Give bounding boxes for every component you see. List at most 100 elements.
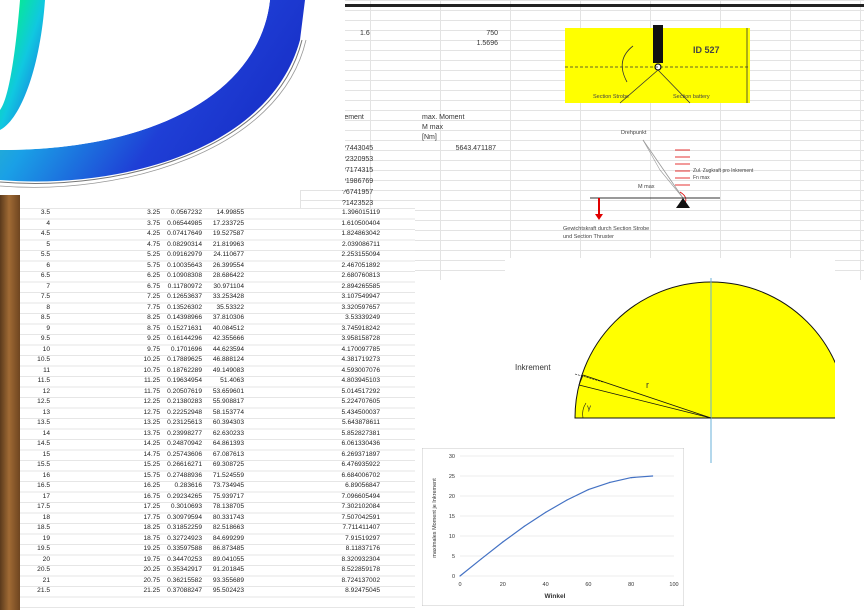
table-cell[interactable]: 7.711411407 <box>342 524 380 531</box>
table-cell[interactable]: 82.518663 <box>212 524 244 531</box>
table-cell[interactable]: 5 <box>46 240 50 248</box>
table-cell[interactable]: 5.852827381 <box>341 429 380 437</box>
table-cell[interactable]: 20.75 <box>143 576 160 584</box>
table-cell[interactable]: 5.5 <box>40 251 50 258</box>
table-cell[interactable]: 21 <box>42 576 50 584</box>
table-cell[interactable]: 0.35342917 <box>167 566 202 573</box>
table-cell[interactable]: 4.25 <box>147 230 160 237</box>
table-cell[interactable]: 73.734945 <box>212 482 244 489</box>
table-cell[interactable]: 37.810306 <box>212 314 244 321</box>
table-cell[interactable]: 6.5 <box>40 272 50 279</box>
table-cell[interactable]: 0.10035643 <box>167 261 202 269</box>
table-cell[interactable]: 4.75 <box>147 240 160 248</box>
table-cell[interactable]: 0.283616 <box>174 482 202 489</box>
table-cell[interactable]: 21.819963 <box>212 240 244 248</box>
table-cell[interactable]: 1.610500404 <box>341 219 380 227</box>
table-cell[interactable]: 15 <box>42 450 50 458</box>
table-cell[interactable]: 4.381719273 <box>341 356 380 363</box>
table-cell[interactable]: 71.524559 <box>212 471 244 479</box>
cell-value[interactable]: 750 <box>486 30 498 37</box>
table-cell[interactable]: 8.92475045 <box>345 587 380 594</box>
table-cell[interactable]: 21.25 <box>143 587 160 594</box>
table-cell[interactable]: 5.25 <box>147 251 160 258</box>
table-cell[interactable]: 0.14398966 <box>167 314 202 321</box>
table-cell[interactable]: 17.25 <box>143 503 160 510</box>
table-cell[interactable]: 18 <box>42 513 50 521</box>
table-cell[interactable]: 10 <box>42 345 50 353</box>
table-cell[interactable]: 4 <box>46 219 50 227</box>
table-cell[interactable]: 35.53322 <box>216 303 244 311</box>
table-cell[interactable]: 11 <box>43 366 50 374</box>
table-cell[interactable]: 95.502423 <box>212 587 244 594</box>
table-cell[interactable]: 2.253155094 <box>341 251 380 258</box>
table-cell[interactable]: 0.12653637 <box>167 293 202 300</box>
table-cell[interactable]: 11.25 <box>143 377 160 384</box>
table-cell[interactable]: 55.908817 <box>212 398 244 405</box>
table-cell[interactable]: 10.25 <box>143 356 160 363</box>
table-cell[interactable]: 18.25 <box>143 524 160 531</box>
table-cell[interactable]: 9 <box>46 324 50 332</box>
table-cell[interactable]: 40.084512 <box>212 324 244 332</box>
table-cell[interactable]: 10.5 <box>37 356 50 363</box>
table-cell[interactable]: 8.522859178 <box>341 566 380 573</box>
table-cell[interactable]: 62.630233 <box>212 429 244 437</box>
table-cell[interactable]: 3.745918242 <box>341 324 380 332</box>
mmax-value[interactable]: 5643.471187 <box>455 145 496 152</box>
table-cell[interactable]: 7.25 <box>147 293 160 300</box>
table-cell[interactable]: 44.623594 <box>212 345 244 353</box>
table-cell[interactable]: 6.89056847 <box>345 482 380 489</box>
table-cell[interactable]: 21.5 <box>37 587 50 594</box>
table-cell[interactable]: 7.91519297 <box>345 534 380 542</box>
table-cell[interactable]: 11.75 <box>143 387 160 395</box>
table-cell[interactable]: 14.99855 <box>216 209 244 216</box>
table-cell[interactable]: 7.096605494 <box>341 492 380 500</box>
table-cell[interactable]: 5.75 <box>147 261 160 269</box>
table-cell[interactable]: 2.467051892 <box>341 261 380 269</box>
table-cell[interactable]: 12 <box>42 387 50 395</box>
table-cell[interactable]: 0.32724923 <box>167 534 202 542</box>
table-cell[interactable]: 4.5 <box>40 230 50 237</box>
table-cell[interactable]: 20.5 <box>37 566 50 573</box>
table-cell[interactable]: 17.5 <box>37 503 50 510</box>
table-cell[interactable]: 17.233725 <box>212 219 244 227</box>
cell-value[interactable]: 1.6 <box>360 30 370 37</box>
table-cell[interactable]: 0.27488936 <box>167 471 202 479</box>
table-cell[interactable]: 3.75 <box>147 219 160 227</box>
table-cell[interactable]: 53.659601 <box>212 387 244 395</box>
table-cell[interactable]: 0.20507619 <box>167 387 202 395</box>
table-cell[interactable]: 93.355689 <box>212 576 244 584</box>
table-cell[interactable]: 11.5 <box>37 377 50 384</box>
table-cell[interactable]: 9.75 <box>147 345 160 353</box>
table-cell[interactable]: 0.36215582 <box>167 576 202 584</box>
table-cell[interactable]: 7.5 <box>40 293 50 300</box>
table-cell[interactable]: 0.0567232 <box>170 209 202 216</box>
cell-value[interactable]: ?2320953 <box>342 156 374 163</box>
table-cell[interactable]: 6.684006702 <box>341 471 380 479</box>
table-cell[interactable]: 8 <box>46 303 50 311</box>
table-cell[interactable]: 0.19634954 <box>167 377 202 384</box>
table-cell[interactable]: 14.25 <box>143 440 160 447</box>
table-cell[interactable]: 19.527587 <box>212 230 244 237</box>
table-cell[interactable]: 20.25 <box>143 566 160 573</box>
table-cell[interactable]: 0.07417649 <box>167 230 202 237</box>
table-cell[interactable]: 14.5 <box>37 440 50 447</box>
table-cell[interactable]: 24.110677 <box>213 251 244 258</box>
table-cell[interactable]: 12.75 <box>143 408 160 416</box>
table-cell[interactable]: 3.958158728 <box>341 335 380 342</box>
table-cell[interactable]: 86.873485 <box>212 545 244 552</box>
table-cell[interactable]: 7.507042591 <box>341 513 380 521</box>
table-cell[interactable]: 33.253428 <box>212 293 244 300</box>
table-cell[interactable]: 5.014517292 <box>341 387 380 395</box>
table-cell[interactable]: 0.33597588 <box>167 545 202 552</box>
table-cell[interactable]: 14 <box>42 429 50 437</box>
table-cell[interactable]: 6 <box>46 261 50 269</box>
table-cell[interactable]: 1.396015119 <box>341 209 380 216</box>
table-cell[interactable]: 13.5 <box>37 419 50 426</box>
table-cell[interactable]: 0.1701696 <box>170 345 202 353</box>
table-cell[interactable]: 16.75 <box>143 492 160 500</box>
table-cell[interactable]: 0.23125613 <box>167 419 202 426</box>
table-cell[interactable]: 0.24870942 <box>167 440 202 447</box>
table-cell[interactable]: 19 <box>42 534 50 542</box>
table-cell[interactable]: 6.25 <box>147 272 160 279</box>
table-cell[interactable]: 16.5 <box>37 482 50 489</box>
